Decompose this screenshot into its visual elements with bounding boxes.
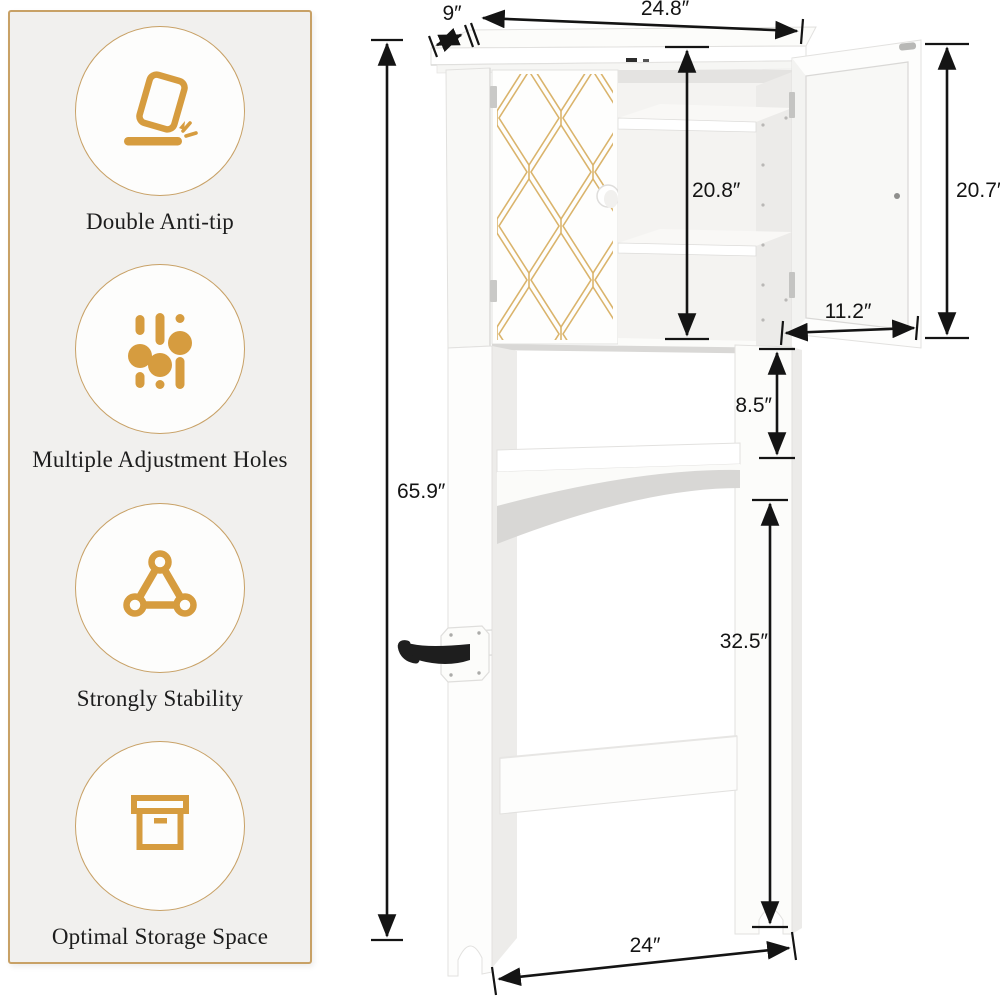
feature-item: Optimal Storage Space xyxy=(51,740,269,950)
door-catch xyxy=(899,42,917,51)
stability-icon xyxy=(75,502,245,673)
dim-door-width: 11.2″ xyxy=(779,300,920,346)
dim-label: 20.7″ xyxy=(956,179,1000,202)
dim-base-width: 24″ xyxy=(490,931,798,996)
door-hinge xyxy=(490,86,497,108)
cabinet-top xyxy=(430,26,817,74)
feature-label: Strongly Stability xyxy=(76,685,244,711)
arched-apron-shadow xyxy=(497,469,740,544)
feature-item: Strongly Stability xyxy=(75,502,245,712)
feature-item: Double Anti-tip xyxy=(75,26,245,235)
dim-side-depth: 9″ xyxy=(427,2,481,58)
door-hinge xyxy=(789,92,795,118)
cross-brace xyxy=(499,735,738,815)
open-right-door xyxy=(789,39,922,349)
dim-total-height: 65.9″ xyxy=(371,38,446,942)
feature-label: Double Anti-tip xyxy=(85,209,235,234)
magnet-catch xyxy=(626,58,637,62)
dim-shelf-clearance: 8.5″ xyxy=(735,347,795,460)
feature-label: Multiple Adjustment Holes xyxy=(32,447,288,473)
cabinet-interior xyxy=(617,58,792,348)
shelf-pin-holes xyxy=(761,116,788,322)
storage-box-icon xyxy=(74,740,245,911)
shelf xyxy=(618,229,792,246)
door-knob xyxy=(894,193,900,199)
hook-arm xyxy=(403,643,470,664)
cabinet-left-side xyxy=(445,67,491,349)
dim-leg-height: 32.5″ xyxy=(720,498,788,929)
towel-hook xyxy=(397,625,490,683)
dim-label: 9″ xyxy=(442,2,462,25)
dim-door-height: 20.7″ xyxy=(925,42,1000,340)
adjustment-holes-icon xyxy=(74,264,245,435)
dim-label: 24.8″ xyxy=(641,0,690,20)
feature-item: Multiple Adjustment Holes xyxy=(32,264,288,473)
door-hinge xyxy=(789,272,795,298)
dim-label: 65.9″ xyxy=(397,480,446,503)
dim-label: 11.2″ xyxy=(825,300,872,323)
features-panel: Double Anti-tip Multiple Adjustment Hole… xyxy=(8,10,312,964)
dim-label: 20.8″ xyxy=(692,179,741,202)
anti-tip-icon xyxy=(75,26,245,196)
dim-label: 8.5″ xyxy=(735,394,772,417)
feature-label: Optimal Storage Space xyxy=(51,923,269,949)
left-door xyxy=(490,69,620,345)
middle-shelf xyxy=(496,442,741,544)
dim-top-width: 24.8″ xyxy=(481,0,805,45)
door-hinge xyxy=(490,280,497,302)
dim-label: 32.5″ xyxy=(720,630,769,653)
gold-geometric-pattern xyxy=(497,74,613,340)
dim-interior-height: 20.8″ xyxy=(665,45,741,341)
dim-label: 24″ xyxy=(630,934,661,957)
cabinet-underside-shadow xyxy=(492,344,792,354)
shelf xyxy=(618,104,792,122)
